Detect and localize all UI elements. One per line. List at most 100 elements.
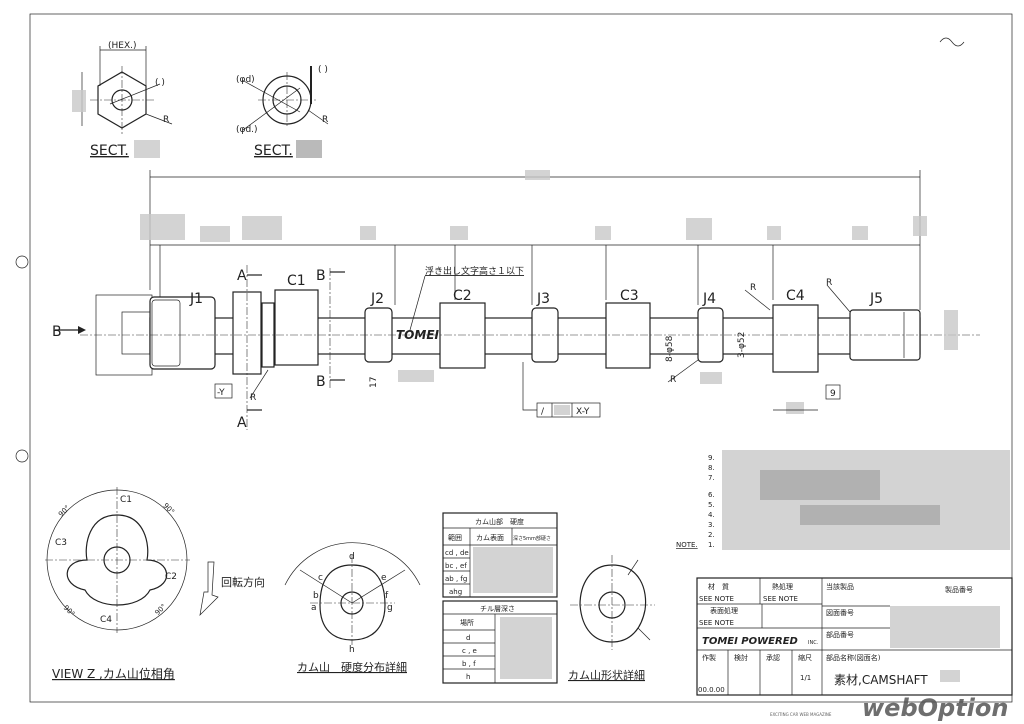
cam-c2 — [439, 302, 486, 369]
table2-rows-0: d — [466, 634, 470, 642]
notes-numbers-4: 5. — [708, 501, 715, 509]
notes-numbers-2: 7. — [708, 474, 715, 482]
title_block-name_label: 部品名称(図面名) — [826, 653, 881, 662]
title_block-surface_label: 表面処理 — [710, 606, 738, 615]
hardness-points-1: c — [318, 573, 323, 583]
notes-numbers-8: 1. — [708, 541, 715, 549]
watermark-tagline: EXCITING CAR WEB MAGAZINE — [770, 712, 832, 717]
shaft-journals-1: J2 — [370, 291, 384, 307]
notes-numbers-5: 4. — [708, 511, 715, 519]
overall-length-dimension — [140, 170, 927, 310]
section-round: (φd) (φd.) ( ) R SECT. — [236, 65, 328, 159]
table2-header: 場所 — [460, 618, 474, 627]
shaft-journals-4: J5 — [869, 291, 883, 307]
title_block-company_suffix: INC. — [808, 640, 819, 646]
sections-r: R — [163, 115, 169, 125]
shaft-section_b: B — [52, 324, 62, 340]
shaft-runout_symbol: / — [541, 407, 545, 417]
cam_shape-title: カム山形状詳細 — [568, 668, 645, 682]
title_block-material_label: 材 質 — [708, 582, 729, 591]
hardness-points-4: f — [385, 591, 389, 601]
table1-rows-1: bc , ef — [445, 562, 467, 570]
view_z-cams-3: C4 — [100, 615, 112, 625]
notes-block: 9. 8. 7. 6. 5. 4. 3. 2. 1. NOTE. — [676, 450, 1010, 550]
shaft-runout_datum: X-Y — [576, 407, 590, 417]
title_block-approve_label: 承認 — [766, 653, 780, 662]
shaft-dia_cam: 8-φ58 — [665, 335, 675, 362]
title_block-material: SEE NOTE — [699, 595, 734, 603]
drawing-border — [29, 13, 1013, 703]
notes-numbers-3: 6. — [708, 491, 715, 499]
view-z-cam-phase: C1 C2 C3 C4 90° 90° 90° 90° 回転方向 VIEW Z … — [45, 487, 265, 681]
hardness-points-7: h — [349, 645, 355, 655]
shaft-r: R — [250, 393, 256, 403]
rotation-arrow-icon — [199, 561, 219, 617]
table1-rows-0: cd , de — [445, 549, 469, 557]
table1-rows-3: ahg — [449, 588, 462, 596]
title_block-drawing_no_label: 図面番号 — [826, 609, 854, 617]
shaft-cams-2: C3 — [620, 288, 639, 304]
shaft-journals-3: J4 — [702, 291, 716, 307]
view_z-title: VIEW Z ,カム山位相角 — [52, 666, 175, 681]
weboption-watermark: webOption EXCITING CAR WEB MAGAZINE — [770, 694, 1008, 722]
title_block-scale: 1/1 — [800, 674, 811, 682]
hardness-title: カム山 硬度分布詳細 — [297, 660, 407, 674]
punch-hole — [15, 255, 29, 269]
shaft-cams-3: C4 — [786, 288, 805, 304]
tomei-emboss-logo: TOMEI — [396, 328, 440, 342]
section-markers: A A B B — [237, 265, 345, 431]
hardness-points-2: e — [381, 573, 387, 583]
sections-paren: ( ) — [155, 78, 165, 88]
table2-title: チル層深さ — [480, 604, 515, 613]
runout-tolerance-frame — [536, 402, 601, 418]
shaft-datum_9: 9 — [830, 389, 836, 399]
shaft-section_a: A — [237, 415, 247, 431]
shaft-r: R — [670, 375, 676, 385]
journal-j1 — [149, 296, 216, 370]
title_block-surface: SEE NOTE — [699, 619, 734, 627]
title_block-name: 素材,CAMSHAFT — [834, 673, 928, 687]
table1-title: カム山部 硬度 — [475, 517, 524, 526]
camshaft-side-view: B — [52, 289, 980, 376]
cam-c3 — [605, 302, 651, 369]
shaft-section_a: A — [237, 268, 247, 284]
view_z-rotation: 回転方向 — [221, 575, 265, 589]
title_block-part_no_label: 部品番号 — [826, 630, 854, 639]
cam-c1 — [274, 289, 319, 366]
sections-phi_d: (φd) — [236, 75, 255, 85]
table1-rows-2: ab , fg — [445, 575, 467, 583]
hardness-points-3: b — [313, 591, 319, 601]
view_z-cams-1: C2 — [165, 572, 177, 582]
title_block-heat_label: 熱処理 — [772, 582, 793, 591]
view_z-angle: 90° — [153, 603, 167, 617]
sections-sect1: SECT. — [90, 143, 129, 159]
table2-rows-2: b , f — [462, 660, 476, 668]
hardness-points-0: d — [349, 552, 355, 562]
hardness-points-6: g — [387, 603, 393, 613]
section-hex: (HEX.) ( ) R SECT. — [72, 41, 173, 159]
cam-hardness-table: カム山部 硬度 範囲 カム表面 深さ5mm部硬さ cd , de bc , ef… — [442, 512, 558, 598]
title_block-product_no_label: 製品番号 — [945, 585, 973, 594]
shaft-datum_y: -Y — [217, 388, 225, 398]
notes-numbers-6: 3. — [708, 521, 715, 529]
sections-phi_d2: (φd.) — [236, 125, 258, 135]
punch-hole — [15, 449, 29, 463]
shaft-dia_journal: 3-φ52 — [737, 332, 747, 358]
shaft-r: R — [750, 283, 756, 293]
weboption-logo: webOption — [862, 694, 1008, 722]
hardness-points-5: a — [311, 603, 317, 613]
notes-label: NOTE. — [676, 541, 698, 549]
cam-c4 — [772, 304, 819, 373]
table1-headers-1: カム表面 — [476, 533, 504, 542]
shaft-section_b: B — [316, 268, 326, 284]
chill-depth-table: チル層深さ 場所 d c , e b , f h — [442, 600, 558, 684]
table2-rows-1: c , e — [462, 647, 477, 655]
shaft-journals-0: J1 — [189, 291, 203, 307]
view_z-angle: 90° — [62, 604, 76, 618]
notes-numbers-0: 9. — [708, 454, 715, 462]
view_z-angle: 90° — [161, 502, 175, 516]
title_block-product_label: 当該製品 — [826, 582, 854, 591]
shaft-emboss_note: 浮き出し文字高さ１以下 — [425, 265, 524, 277]
title_block-scale_label: 縮尺 — [798, 653, 812, 662]
